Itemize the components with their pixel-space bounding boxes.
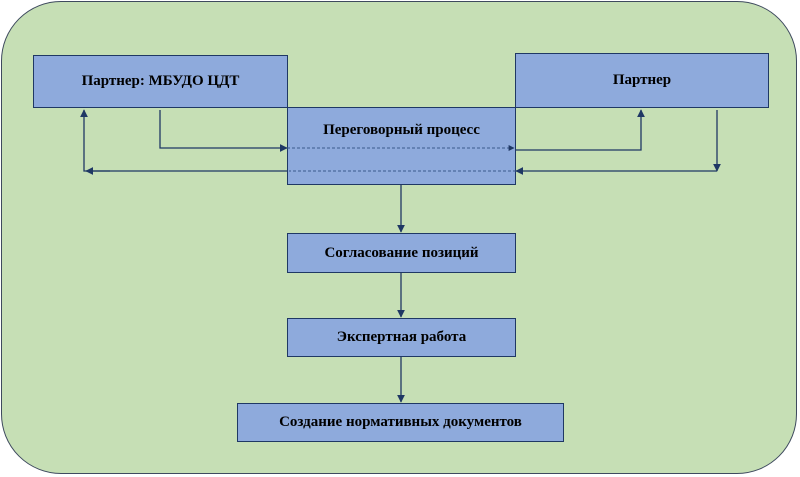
- node-partner-right-label: Партнер: [612, 72, 672, 88]
- node-expert-label: Экспертная работа: [336, 329, 467, 345]
- node-agreement: Согласование позиций: [287, 233, 516, 273]
- node-partner-left-label: Партнер: МБУДО ЦДТ: [81, 73, 240, 89]
- node-agreement-label: Согласование позиций: [324, 244, 479, 261]
- node-documents: Создание нормативных документов: [237, 403, 564, 442]
- node-negotiation: Переговорный процесс: [287, 107, 516, 185]
- node-negotiation-label: Переговорный процесс: [323, 122, 480, 138]
- edge-negotiation-to-right: [516, 109, 645, 151]
- node-partner-right: Партнер: [515, 53, 769, 108]
- edge-left-to-negotiation: [159, 110, 288, 152]
- edge-negotiation-to-left: [80, 109, 287, 172]
- node-documents-label: Создание нормативных документов: [279, 414, 522, 430]
- node-partner-left: Партнер: МБУДО ЦДТ: [33, 55, 288, 108]
- node-expert: Экспертная работа: [287, 318, 516, 357]
